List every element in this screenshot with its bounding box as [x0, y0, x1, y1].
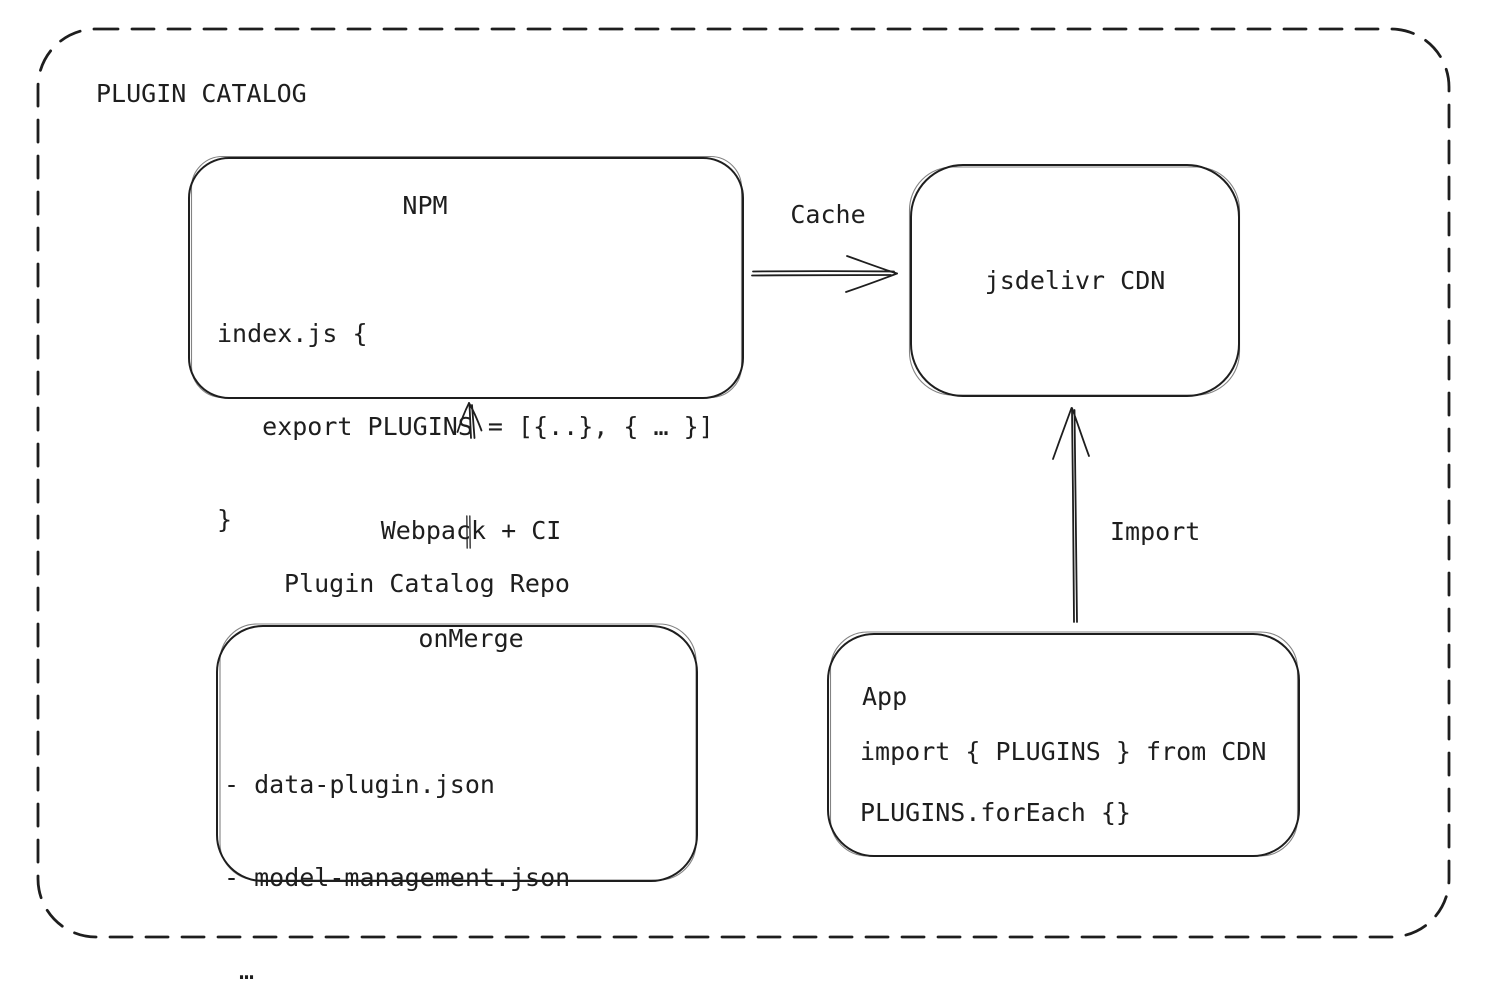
repo-heading: Plugin Catalog Repo: [284, 569, 570, 598]
cdn-box: [908, 164, 1241, 397]
stroke-group: [36, 27, 1451, 939]
app-box-title: App: [862, 682, 908, 711]
import-arrow: [1052, 407, 1090, 623]
repo-file-line: - model-management.json: [224, 863, 571, 892]
npm-code-block: index.js { export PLUGINS = [{..}, { … }…: [217, 256, 714, 597]
repo-file-line: …: [224, 956, 255, 985]
import-arrow-label: Import: [1110, 517, 1201, 546]
diagram-title: PLUGIN CATALOG: [96, 79, 307, 108]
npm-box: [188, 155, 744, 399]
npm-box-title: NPM: [402, 191, 448, 220]
app-box: [827, 631, 1300, 857]
repo-box: [216, 623, 698, 882]
outer-dashed-border: [36, 27, 1451, 939]
build-arrow-label-line: onMerge: [418, 624, 524, 653]
build-arrow-label: Webpack + CI onMerge: [381, 441, 562, 729]
app-code-line: PLUGINS.forEach {}: [860, 798, 1131, 827]
cache-arrow-label: Cache: [790, 200, 866, 229]
npm-code-line: export PLUGINS = [{..}, { … }]: [217, 412, 714, 441]
repo-file-line: - data-plugin.json: [224, 770, 495, 799]
npm-code-line: index.js {: [217, 319, 368, 348]
npm-code-line: }: [217, 505, 233, 534]
repo-file-list: - data-plugin.json - model-management.js…: [224, 707, 570, 1002]
cache-arrow: [751, 255, 898, 293]
build-arrow: [456, 402, 483, 439]
app-code-line: import { PLUGINS } from CDN: [860, 737, 1267, 766]
build-connector-line: [466, 515, 471, 549]
cdn-box-label: jsdelivr CDN: [984, 266, 1166, 295]
build-arrow-label-line: Webpack + CI: [380, 516, 562, 545]
